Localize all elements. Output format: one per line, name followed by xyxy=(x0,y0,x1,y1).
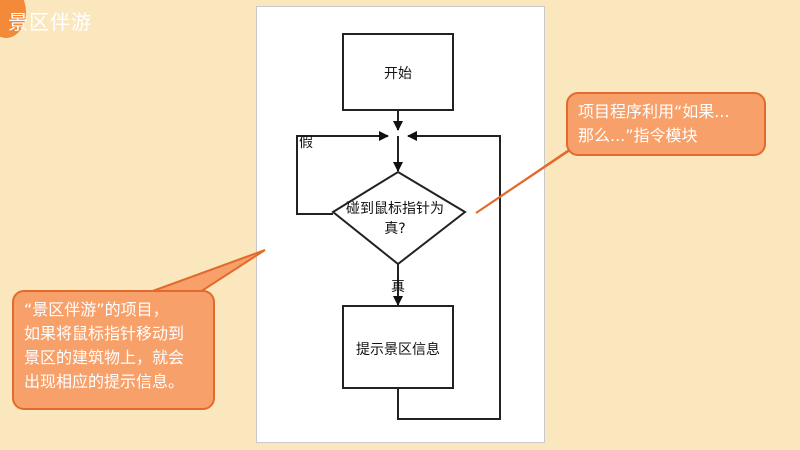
left-callout-line-3: 景区的建筑物上，就会 xyxy=(24,348,185,367)
true-branch-label: 真 xyxy=(391,279,405,295)
left-callout-line-4: 出现相应的提示信息。 xyxy=(24,372,185,391)
decision-label-line-1: 碰到鼠标指针为 xyxy=(346,201,444,217)
false-branch-label: 假 xyxy=(299,135,313,151)
start-node-label: 开始 xyxy=(384,66,412,82)
left-callout-line-2: 如果将鼠标指针移动到 xyxy=(24,324,185,343)
flowchart-svg xyxy=(296,33,501,420)
process-return-loop xyxy=(397,131,501,420)
right-callout: 项目程序利用“如果... 那么...”指令模块 xyxy=(566,92,766,156)
slide-title: 景区伴游 xyxy=(8,10,92,34)
false-branch-loop xyxy=(296,131,389,215)
decision-node-label: 碰到鼠标指针为 真? xyxy=(340,199,450,239)
process-node-label: 提示景区信息 xyxy=(356,342,440,358)
right-callout-line-2: 那么...”指令模块 xyxy=(578,126,698,145)
flowchart-panel: 开始 碰到鼠标指针为 真? 假 真 提示景区信息 xyxy=(256,6,545,443)
start-node xyxy=(342,33,454,111)
left-callout-line-1: “景区伴游”的项目， xyxy=(24,300,169,319)
left-callout-pointer xyxy=(149,249,266,293)
left-callout: “景区伴游”的项目， 如果将鼠标指针移动到 景区的建筑物上，就会 出现相应的提示… xyxy=(12,290,215,410)
right-callout-line-1: 项目程序利用“如果... xyxy=(578,102,730,121)
decision-label-line-2: 真? xyxy=(384,221,406,237)
